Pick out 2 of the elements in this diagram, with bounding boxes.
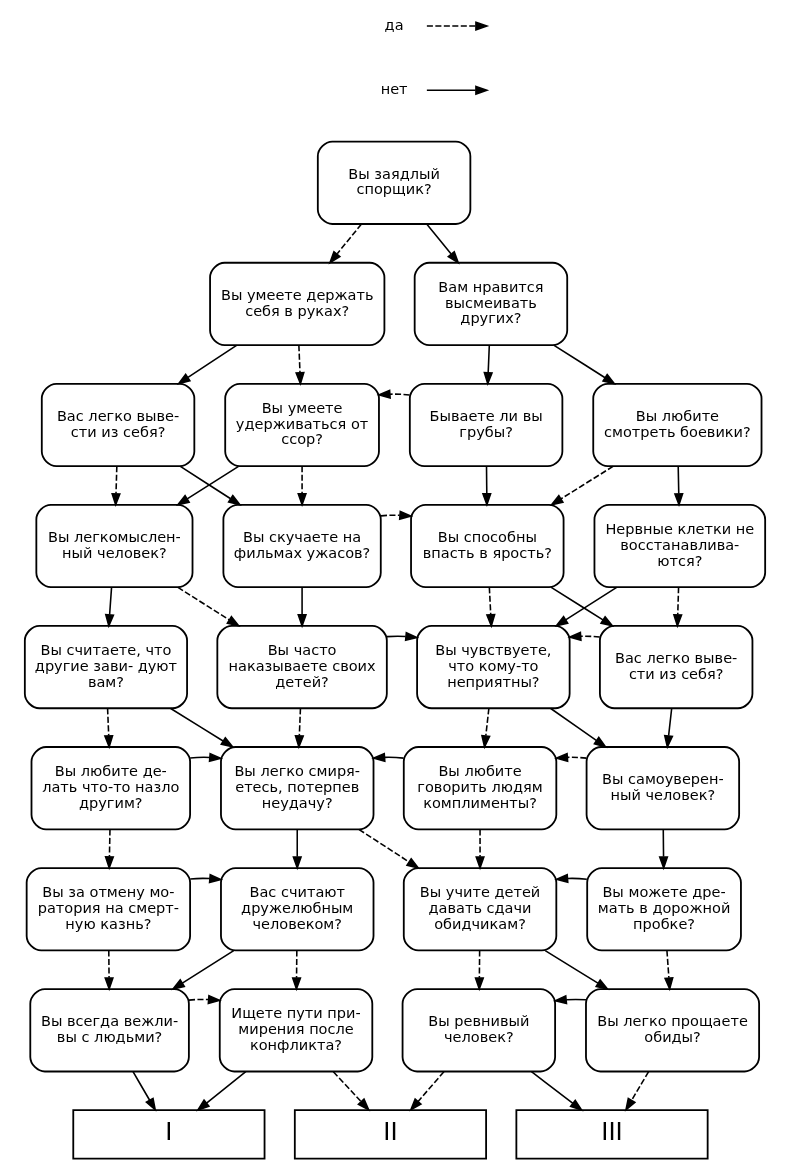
legend-label: нет bbox=[380, 80, 408, 97]
legend-label: да bbox=[384, 16, 404, 33]
